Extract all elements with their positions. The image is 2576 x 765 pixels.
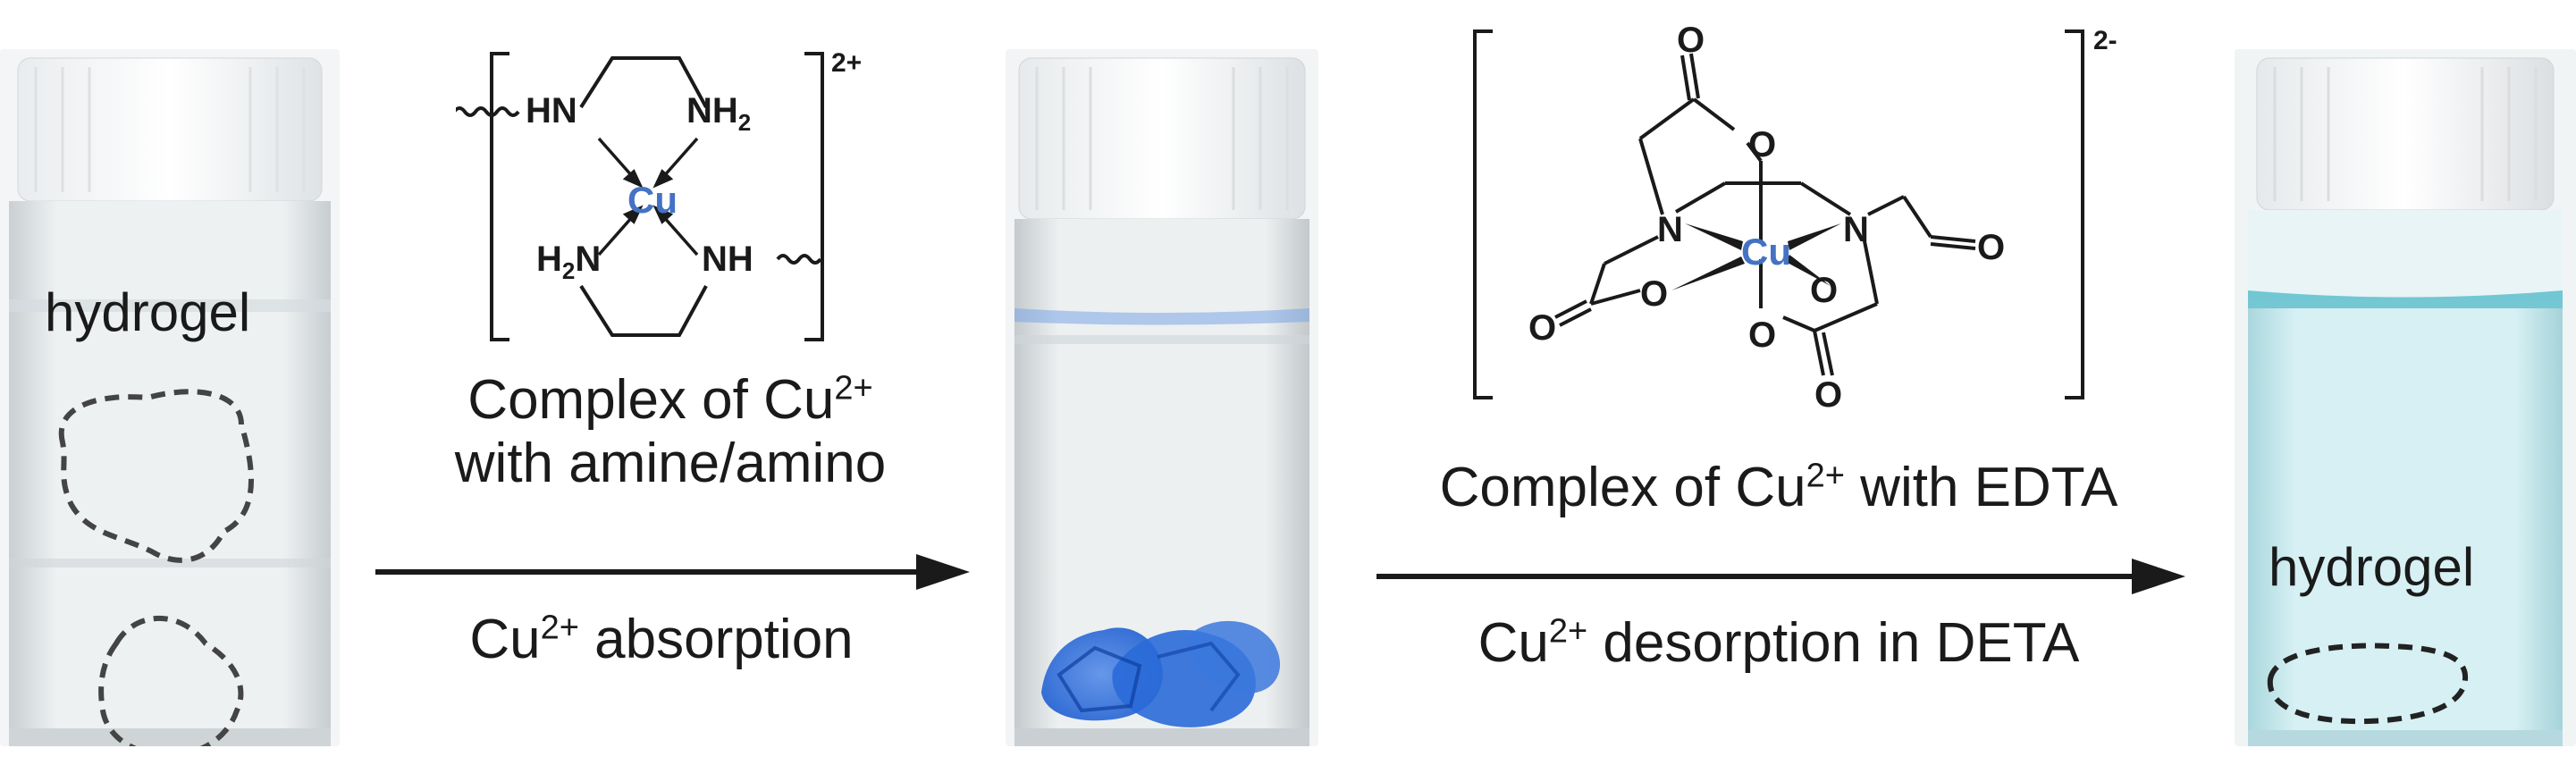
charge-2plus: 2+	[831, 48, 863, 78]
atom-o-right-ring: O	[1810, 271, 1839, 310]
atom-nh: NH	[702, 240, 753, 279]
hydrogel-outline-right	[2267, 643, 2469, 725]
atom-o-left-carbonyl: O	[1528, 308, 1557, 348]
complex-cu-amine: HN NH2 Cu H2N NH 2+	[456, 18, 885, 357]
arrow-absorption	[375, 554, 970, 590]
hydrogel-label-right: hydrogel	[2269, 537, 2475, 597]
atom-nh2: NH2	[686, 91, 752, 136]
atom-o-top-carbonyl: O	[1677, 21, 1705, 60]
arrow-desorption	[1376, 559, 2185, 594]
hydrogel-label-left: hydrogel	[45, 282, 251, 342]
atom-n-right: N	[1843, 210, 1869, 249]
atom-o-top: O	[1748, 125, 1777, 164]
atom-hn: HN	[526, 91, 577, 130]
charge-2minus: 2-	[2093, 26, 2117, 55]
atom-o-left-ring: O	[1640, 274, 1669, 314]
vial-before: hydrogel	[0, 49, 340, 746]
caption-complex-edta: Complex of Cu2+ with EDTA	[1439, 457, 2118, 518]
atom-h2n: H2N	[536, 240, 602, 284]
caption-complex-amine: Complex of Cu2+ with amine/amino	[454, 369, 887, 495]
atom-cu-2: Cu	[1741, 231, 1791, 273]
atom-o-right-carbonyl: O	[1977, 228, 2006, 267]
atom-o-bottom-carbonyl: O	[1814, 375, 1843, 415]
atom-n-left: N	[1657, 210, 1683, 249]
atom-cu-1: Cu	[627, 179, 678, 221]
label-desorption: Cu2+ desorption in DETA	[1477, 612, 2080, 674]
complex-cu-edta: O O N N Cu O O O O O O 2-	[1457, 13, 2117, 415]
atom-o-bottom: O	[1748, 315, 1777, 355]
hydrogel-outline-lower	[98, 615, 244, 746]
hydrogel-outline-upper	[58, 389, 254, 563]
label-absorption: Cu2+ absorption	[469, 609, 854, 670]
vial-absorbed	[1006, 49, 1318, 746]
vial-after: hydrogel	[2235, 49, 2576, 746]
